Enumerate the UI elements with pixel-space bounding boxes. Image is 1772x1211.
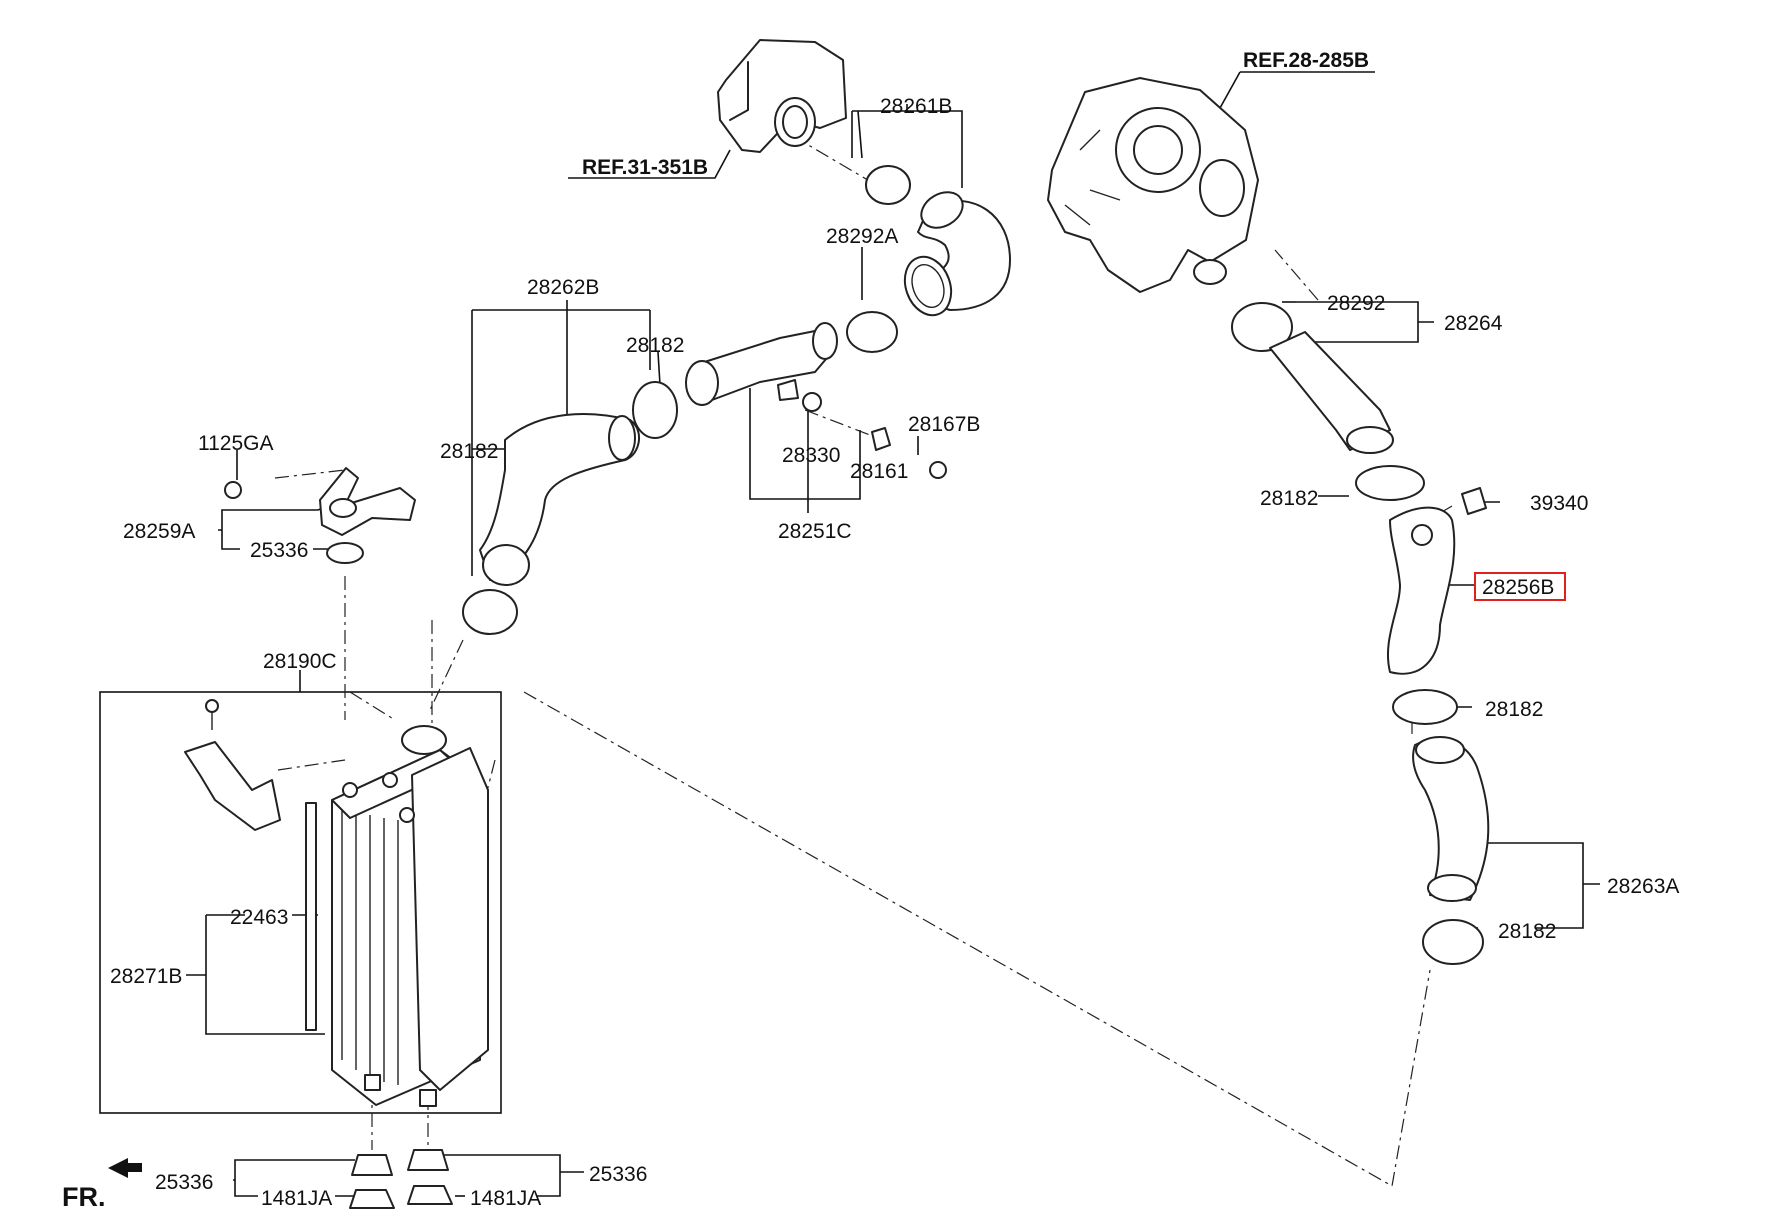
part-labels: REF.31-351B REF.28-285B 28261B 28292A 28…	[62, 49, 1679, 1211]
orientation-label: FR.	[62, 1182, 106, 1211]
part-label: 28190C	[263, 650, 337, 673]
part-label: 39340	[1530, 492, 1588, 515]
small-parts-sensor	[224, 392, 1487, 515]
part-label: 28182	[1498, 920, 1556, 943]
reference-label: REF.31-351B	[582, 156, 708, 179]
part-label: 28167B	[908, 413, 980, 436]
pipe-28251C	[685, 322, 838, 406]
reference-label: REF.28-285B	[1243, 49, 1369, 72]
part-label: 28161	[850, 460, 908, 483]
bracket-28259A	[319, 467, 416, 564]
part-label: 28263A	[1607, 875, 1679, 898]
part-label: 28264	[1444, 312, 1503, 335]
throttle-body-ref-31	[717, 39, 847, 153]
part-label: 28259A	[123, 520, 195, 543]
intercooler-assembly	[184, 699, 489, 1107]
clamps-top	[462, 165, 1484, 965]
part-label: 28182	[1485, 698, 1543, 721]
hose-28261B	[903, 191, 1011, 317]
part-label: 1481JA	[261, 1187, 332, 1210]
part-label: 28271B	[110, 965, 182, 988]
leader-lines	[99, 71, 1600, 1197]
hose-28263A	[1412, 736, 1490, 902]
hose-28264	[1269, 331, 1394, 454]
part-label: 1125GA	[198, 432, 274, 455]
hose-28262B	[479, 413, 640, 586]
part-label: 1481JA	[470, 1187, 541, 1210]
part-label: 28262B	[527, 276, 599, 299]
part-highlight-box	[1474, 572, 1566, 601]
part-label: 28292	[1327, 292, 1385, 315]
highlighted-part-label: 28256B	[1482, 576, 1554, 599]
front-arrow-icon	[108, 1158, 142, 1178]
part-label: 25336	[155, 1171, 213, 1194]
turbocharger-ref-28	[1047, 77, 1259, 293]
part-label: 28182	[626, 334, 684, 357]
part-label: 28261B	[880, 95, 952, 118]
part-label: 25336	[589, 1163, 647, 1186]
part-label: 28251C	[778, 520, 852, 543]
bottom-grommets	[349, 1149, 453, 1209]
hose-28256B	[1386, 506, 1456, 675]
part-label: 28182	[440, 440, 498, 463]
part-label: 28330	[782, 444, 840, 467]
part-label: 28292A	[826, 225, 898, 248]
part-label: 25336	[250, 539, 308, 562]
part-label: 22463	[230, 906, 288, 929]
part-label: 28182	[1260, 487, 1318, 510]
